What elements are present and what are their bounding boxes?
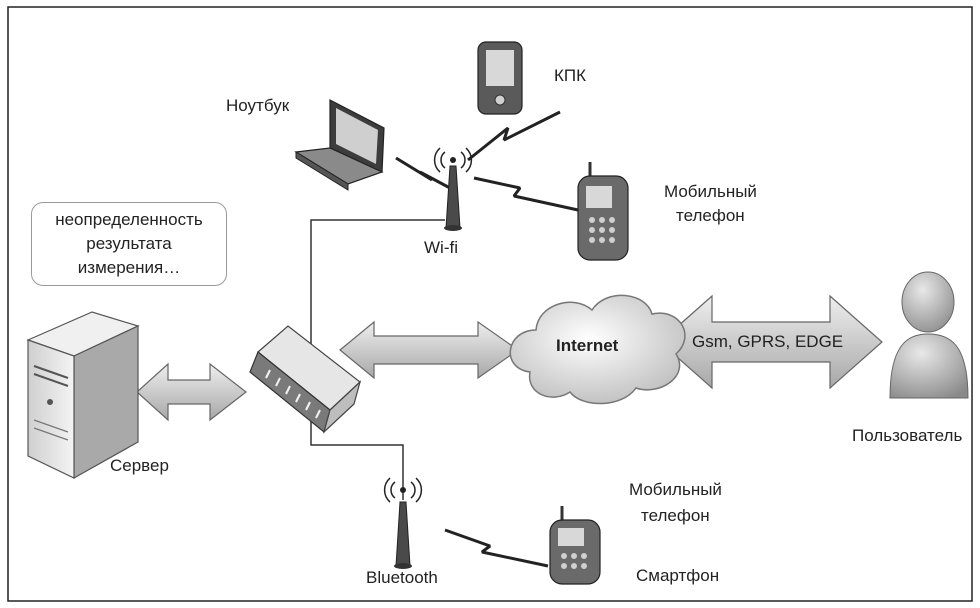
internet-label: Internet <box>556 336 619 355</box>
pda-label: КПК <box>554 66 587 85</box>
gsm-label: Gsm, GPRS, EDGE <box>692 332 844 351</box>
server-router-arrow <box>136 362 247 422</box>
wifi-label: Wi-fi <box>424 238 458 257</box>
server-icon <box>26 311 140 480</box>
smartphone-icon <box>549 506 601 585</box>
note-line-2: результата <box>86 234 172 253</box>
bluetooth-label: Bluetooth <box>366 568 438 587</box>
smartphone-label: Смартфон <box>636 566 720 585</box>
laptop-label: Ноутбук <box>226 96 290 115</box>
user-icon <box>889 271 969 399</box>
note-line-1: неопределенность <box>55 210 203 229</box>
wireless-links <box>395 110 579 568</box>
uncertainty-note: неопределенность результата измерения… <box>31 202 227 286</box>
router-icon <box>249 325 362 434</box>
user-label: Пользователь <box>852 426 963 445</box>
note-line-3: измерения… <box>77 258 181 277</box>
mobile-phone-icon <box>577 162 629 261</box>
laptop-icon <box>294 99 385 191</box>
router-internet-arrow <box>339 320 520 380</box>
diagram-frame <box>7 6 973 602</box>
connection-lines <box>310 219 445 500</box>
internet-user-arrow <box>659 294 883 390</box>
server-label: Сервер <box>110 456 169 475</box>
bluetooth-antenna-icon <box>383 477 423 569</box>
mobile-bottom-label-line2: телефон <box>641 506 710 525</box>
internet-cloud-icon <box>509 294 686 405</box>
mobile-top-label-line1: Мобильный <box>664 182 757 201</box>
wifi-antenna-icon <box>433 147 473 231</box>
pda-icon <box>477 41 523 115</box>
mobile-bottom-label-line1: Мобильный <box>629 480 722 499</box>
mobile-top-label-line2: телефон <box>676 206 745 225</box>
